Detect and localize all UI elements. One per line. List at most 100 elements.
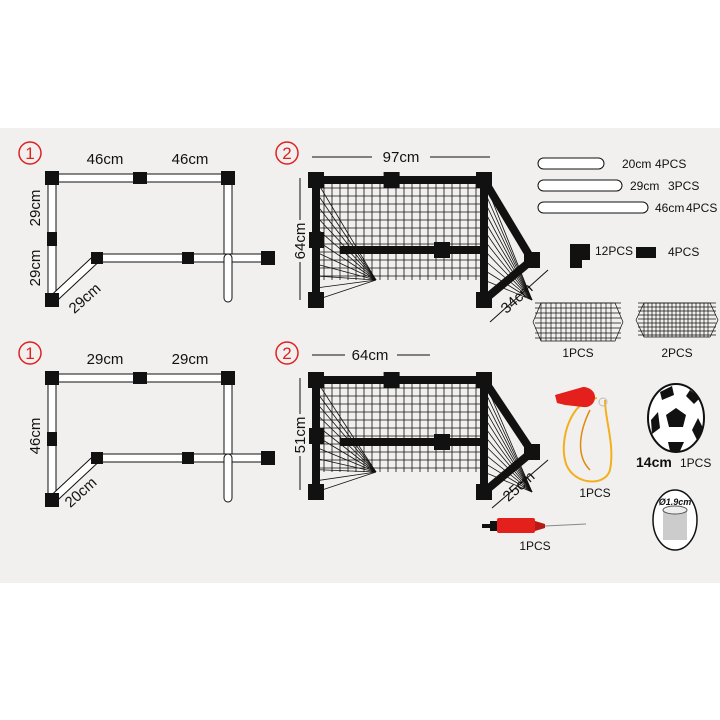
dimension-label: 29cm: [87, 351, 124, 368]
connector: [45, 171, 59, 185]
connector: [221, 371, 235, 385]
dimension-label: 29cm: [27, 250, 44, 287]
net-line: [315, 191, 377, 281]
svg-text:4PCS: 4PCS: [686, 201, 717, 215]
net-line: [315, 413, 377, 473]
connector: [47, 232, 57, 246]
connector: [308, 172, 324, 188]
dimension-label: 46cm: [87, 151, 124, 168]
dimension-label: 29cm: [172, 351, 209, 368]
step-number: 1: [25, 344, 34, 363]
net-line: [483, 209, 533, 301]
connector: [476, 172, 492, 188]
part-quantity: 1PCS: [519, 539, 550, 553]
straight-connector-icon: [636, 247, 656, 258]
step-number-badge: [275, 141, 299, 165]
part-quantity: 1PCS: [680, 456, 711, 470]
part-quantity: 1PCS: [579, 486, 610, 500]
net-line: [483, 179, 533, 301]
dimension-label: 46cm: [27, 418, 44, 455]
dimension-label: 64cm: [352, 347, 389, 364]
large-net-part: [532, 302, 624, 342]
net-line: [315, 179, 377, 281]
connector: [383, 172, 400, 188]
connector: [476, 292, 492, 308]
net-line: [315, 446, 377, 473]
connector: [91, 252, 103, 264]
net-line: [483, 462, 533, 493]
net-line: [315, 424, 377, 473]
elbow-connector-icon: [570, 244, 590, 268]
connector: [524, 444, 540, 460]
whistle-icon: [555, 387, 613, 483]
connector: [221, 171, 235, 185]
net-line: [315, 471, 377, 493]
net-line: [483, 229, 533, 301]
net-line: [315, 390, 377, 473]
connector: [434, 434, 450, 450]
dimension-label: 97cm: [383, 149, 420, 166]
svg-text:20cm: 20cm: [622, 157, 651, 171]
net-line: [315, 458, 377, 473]
soccer-ball-icon: [647, 383, 705, 453]
net-line: [483, 434, 533, 493]
net-line: [483, 219, 533, 301]
pump-icon: [482, 518, 587, 533]
net-line: [483, 398, 533, 493]
pipe: [48, 454, 101, 504]
net-line: [315, 275, 377, 281]
dimension-label: 29cm: [27, 190, 44, 227]
pipe-diameter-icon: [652, 489, 698, 551]
pipe: [48, 254, 101, 304]
step-number-badge: [18, 141, 42, 165]
connector: [182, 452, 194, 464]
goal-net: [315, 179, 533, 301]
connector: [47, 432, 57, 446]
connector: [261, 451, 275, 465]
connector: [308, 232, 324, 248]
connector: [45, 371, 59, 385]
net-line: [315, 263, 377, 281]
step-number: 2: [282, 144, 291, 163]
net-line: [483, 239, 533, 301]
connector: [133, 172, 147, 184]
small-net-part: [635, 302, 719, 338]
svg-text:3PCS: 3PCS: [668, 179, 699, 193]
part-quantity: 12PCS: [595, 244, 633, 258]
connector: [308, 292, 324, 308]
dimension-label: 64cm: [292, 223, 309, 260]
connector: [476, 372, 492, 388]
net-line: [483, 407, 533, 493]
diameter-label: Ø1.9cm: [659, 497, 692, 507]
goal-pipe: [480, 177, 536, 263]
connector: [133, 372, 147, 384]
part-quantity: 2PCS: [661, 346, 692, 360]
net-line: [315, 215, 377, 281]
net-line: [315, 402, 377, 473]
net-line: [315, 203, 377, 281]
net-line: [483, 199, 533, 301]
part-quantity: 1PCS: [562, 346, 593, 360]
net-line: [315, 239, 377, 281]
net-line: [483, 259, 533, 301]
connector: [45, 293, 59, 307]
pipe-part: 29cm 3PCS: [537, 179, 699, 193]
connector: [524, 252, 540, 268]
step-number: 1: [25, 144, 34, 163]
net-line: [483, 379, 533, 493]
connector: [308, 372, 324, 388]
net-line: [483, 453, 533, 493]
net-line: [483, 444, 533, 493]
net-line: [483, 416, 533, 493]
step-number-badge: [18, 341, 42, 365]
net-line: [315, 227, 377, 281]
svg-text:29cm: 29cm: [630, 179, 659, 193]
net-line: [315, 251, 377, 281]
connector: [383, 372, 400, 388]
net-line: [315, 471, 377, 482]
connector: [476, 484, 492, 500]
goal-net: [315, 379, 533, 493]
